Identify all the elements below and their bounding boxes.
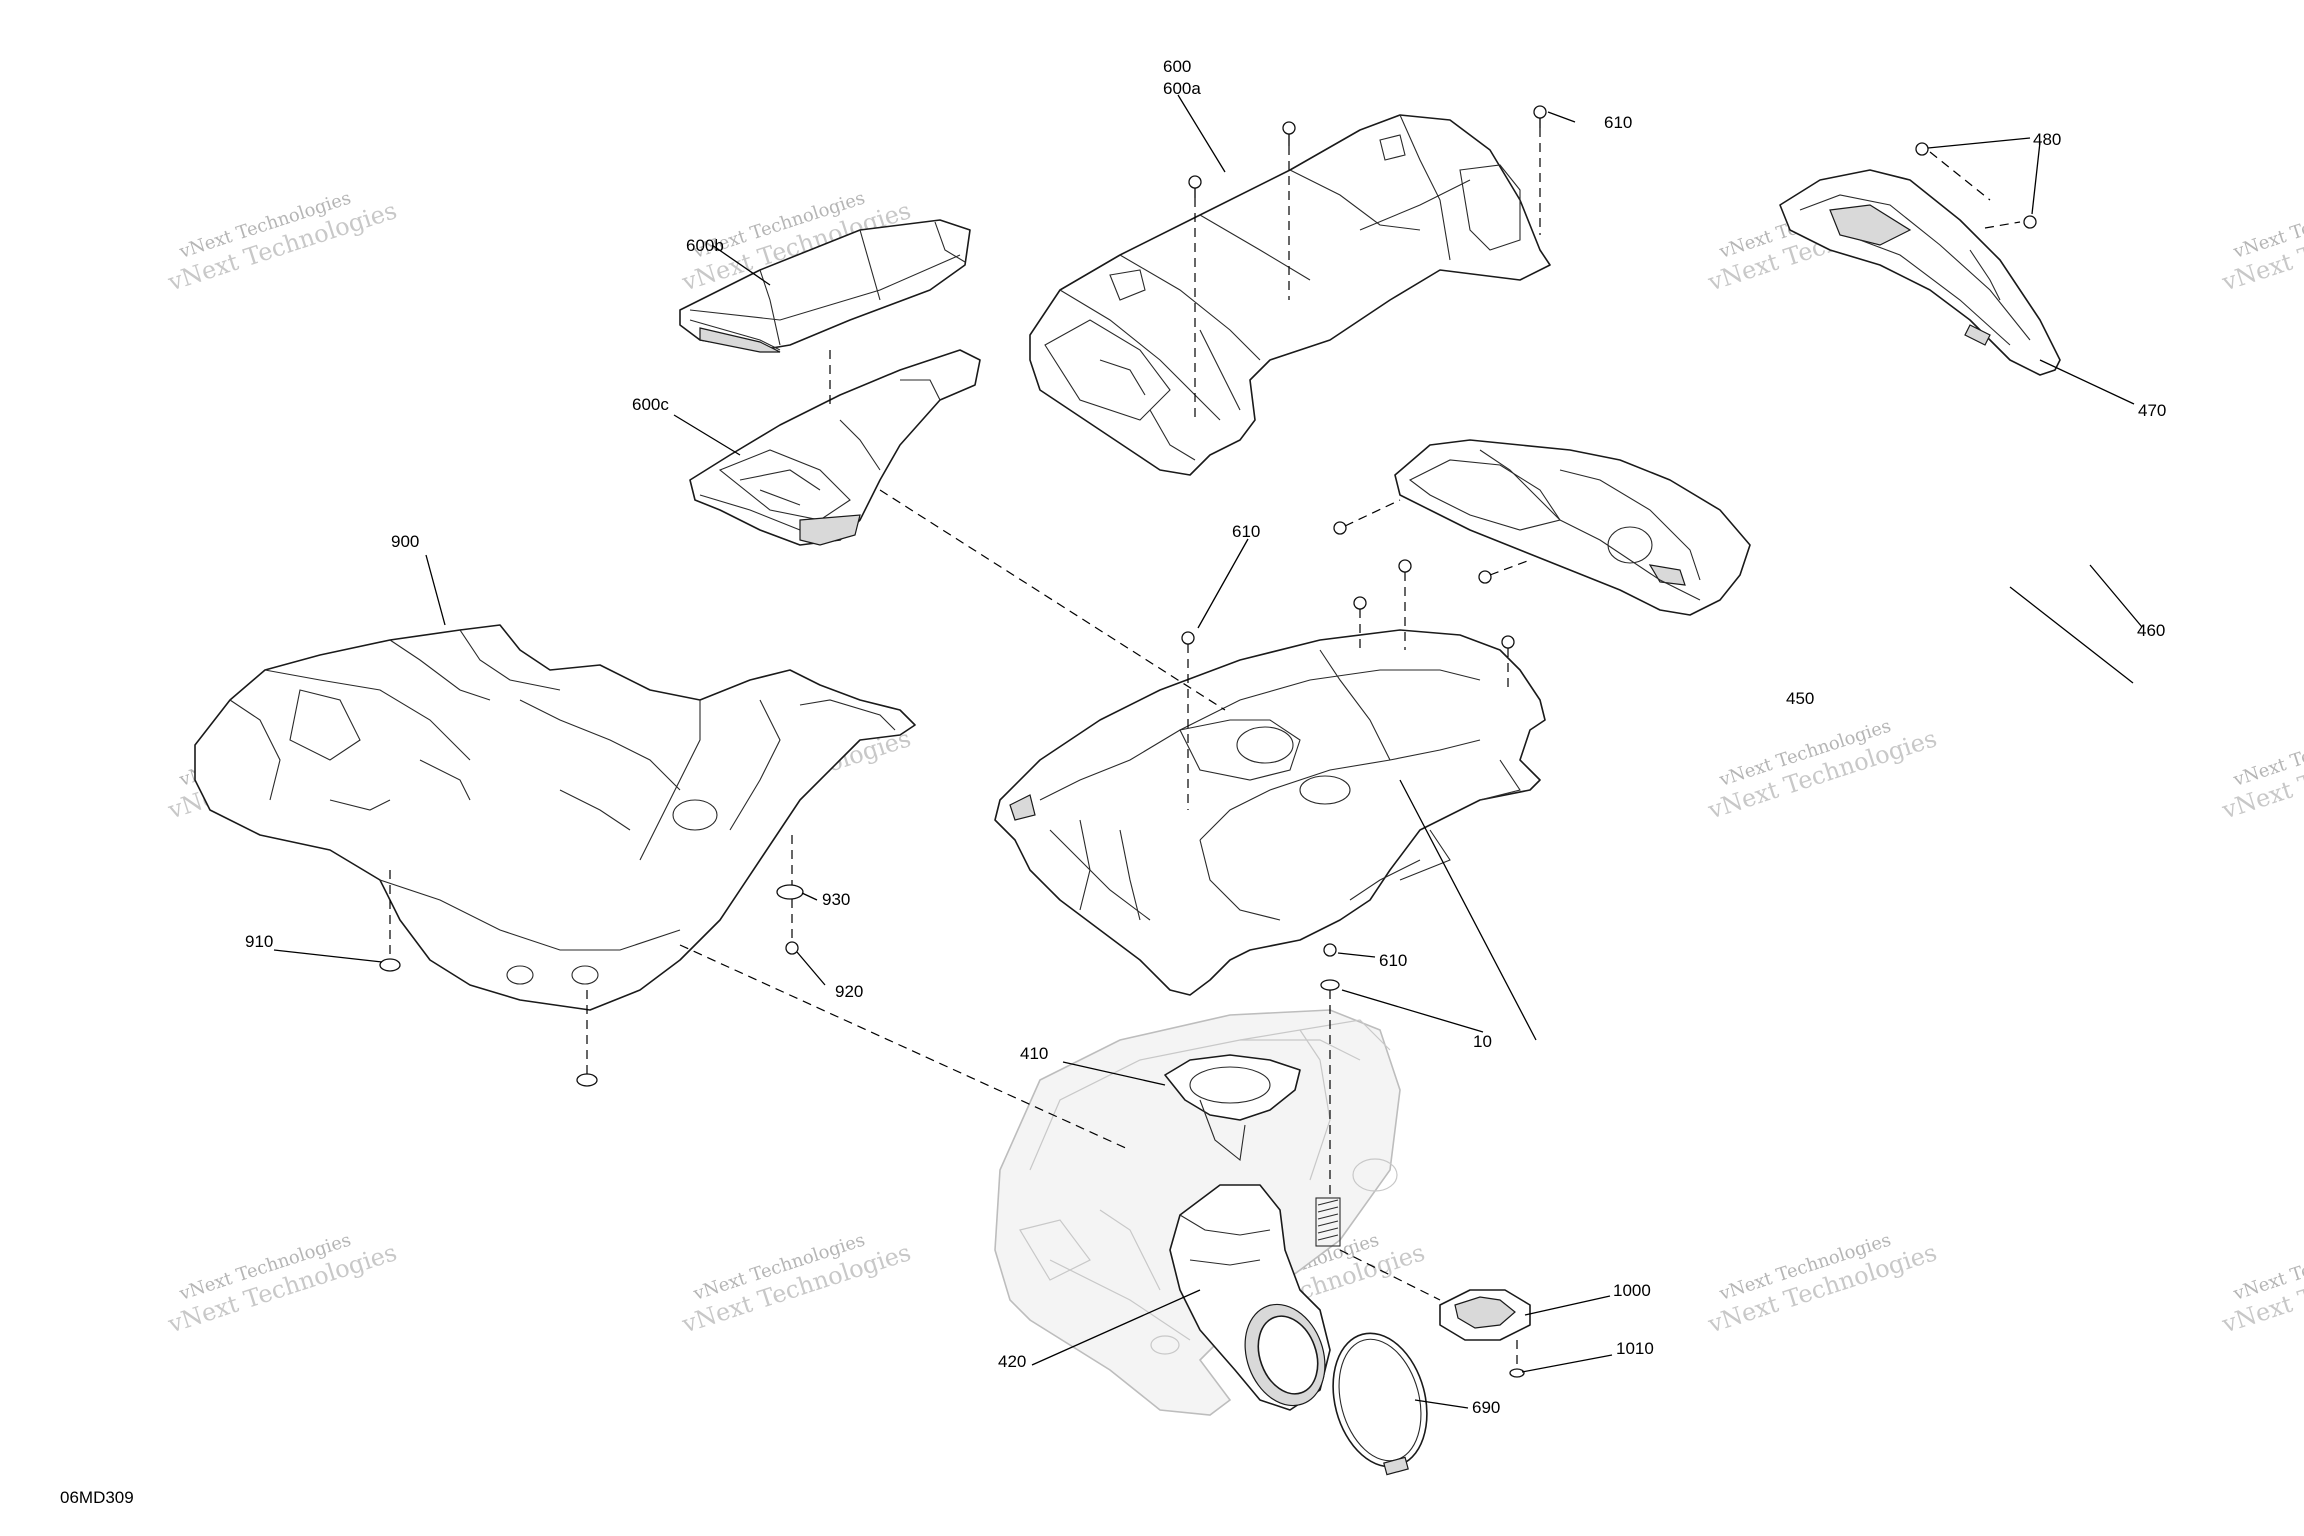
- part-420-air-duct: [1169, 1184, 1331, 1411]
- callout-610-mid: 610: [1232, 522, 1260, 541]
- part-10-chassis: [994, 629, 1546, 996]
- screw-10-a: [1181, 631, 1195, 645]
- screw-600-b: [1282, 121, 1296, 146]
- part-900-floor-pan: [194, 624, 916, 1011]
- part-690-clamp: [1332, 1332, 1428, 1476]
- callout-1000: 1000: [1613, 1281, 1651, 1300]
- assembly-lines: [389, 128, 2021, 1368]
- screw-600-a: [1188, 175, 1202, 198]
- callout-910: 910: [245, 932, 273, 951]
- callout-600a: 600a: [1163, 79, 1201, 98]
- callout-10: 10: [1473, 1032, 1492, 1051]
- screw-600-c: [1533, 105, 1547, 128]
- diagram-code: 06MD309: [60, 1488, 134, 1507]
- nut-910: [379, 958, 401, 972]
- part-450-console-panel: [1394, 439, 1751, 616]
- screw-610-low: [1323, 943, 1337, 957]
- callout-930: 930: [822, 890, 850, 909]
- part-470-side-panel: [1779, 169, 2061, 376]
- callout-labels: 600 600a 610 480 470 600b 600c 900 610 4…: [245, 57, 2166, 1417]
- callout-460: 460: [2137, 621, 2165, 640]
- part-600b-seat-foam: [679, 219, 971, 353]
- part-1000-cap: [1439, 1289, 1531, 1341]
- callout-600c: 600c: [632, 395, 669, 414]
- screw-480-b: [2023, 215, 2037, 229]
- part-410-intake-funnel: [1164, 1054, 1301, 1162]
- screw-10-c: [1398, 559, 1412, 573]
- callout-920: 920: [835, 982, 863, 1001]
- part-600-airbox-cover: [1029, 114, 1551, 476]
- callout-690: 690: [1472, 1398, 1500, 1417]
- washer-610-low: [1320, 979, 1340, 991]
- part-600c-seat-frame: [689, 349, 981, 546]
- spring: [1315, 1197, 1341, 1247]
- fasteners: [379, 105, 2037, 1378]
- screw-460-b: [1478, 570, 1492, 584]
- callout-1010: 1010: [1616, 1339, 1654, 1358]
- callout-610-low: 610: [1379, 951, 1407, 970]
- callout-450: 450: [1786, 689, 1814, 708]
- callout-600b: 600b: [686, 236, 724, 255]
- nut-1010: [1509, 1368, 1525, 1378]
- screw-460-a: [1333, 521, 1347, 535]
- callout-600: 600: [1163, 57, 1191, 76]
- washer-930: [776, 884, 804, 900]
- callout-610-top: 610: [1604, 113, 1632, 132]
- screw-10-d: [1501, 635, 1515, 649]
- callout-470: 470: [2138, 401, 2166, 420]
- screw-480-a: [1915, 142, 1929, 156]
- screw-920: [785, 941, 799, 955]
- callout-900: 900: [391, 532, 419, 551]
- nut-910-b: [576, 1073, 598, 1087]
- callout-410: 410: [1020, 1044, 1048, 1063]
- callout-420: 420: [998, 1352, 1026, 1371]
- screw-10-b: [1353, 596, 1367, 610]
- callout-480: 480: [2033, 130, 2061, 149]
- leader-lines: [273, 94, 2143, 1409]
